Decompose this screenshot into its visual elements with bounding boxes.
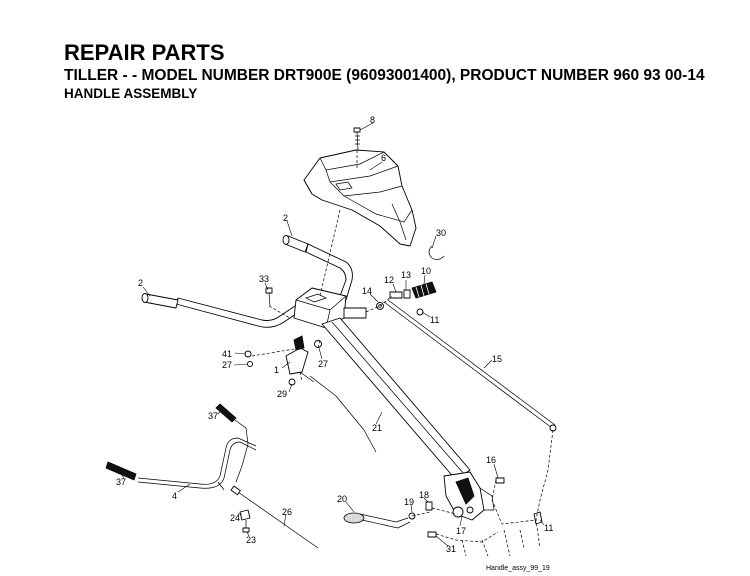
callout-leader-lines: [117, 122, 545, 547]
callout-37-upper: 37: [208, 411, 218, 421]
callout-24: 24: [230, 513, 240, 523]
section-title: HANDLE ASSEMBLY: [64, 86, 198, 101]
callout-2-lower: 2: [138, 278, 143, 288]
part-24-23-hardware: [239, 509, 251, 533]
part-6-console: [303, 149, 417, 247]
part-11-nut-upper: [416, 308, 424, 316]
part-21-shaft: [321, 317, 471, 481]
part-4-bail: [137, 417, 257, 491]
callout-14: 14: [362, 286, 372, 296]
callout-37-left: 37: [116, 477, 126, 487]
part-2-grip-upper: [282, 235, 309, 253]
part-2-grip-lower: [141, 293, 179, 309]
part-26-cable: [230, 485, 319, 549]
callout-2-upper: 2: [283, 213, 288, 223]
callout-31: 31: [446, 544, 456, 554]
part-18-bolt: [425, 501, 433, 511]
callout-17: 17: [456, 526, 466, 536]
page-subtitle: TILLER - - MODEL NUMBER DRT900E (9609300…: [64, 67, 705, 84]
assembly-dash-lines: [251, 150, 554, 557]
part-1-lever: [244, 335, 377, 453]
part-20-lever: [343, 512, 411, 529]
callout-15: 15: [492, 354, 502, 364]
callout-8: 8: [370, 115, 375, 125]
callout-13: 13: [401, 270, 411, 280]
callout-11-lower: 11: [544, 523, 553, 533]
page-header: REPAIR PARTS TILLER - - MODEL NUMBER DRT…: [64, 40, 705, 103]
callout-27-right: 27: [318, 359, 328, 369]
callout-23: 23: [246, 535, 256, 545]
part-16-bolt: [495, 477, 505, 484]
callout-30: 30: [436, 228, 446, 238]
callout-19: 19: [404, 497, 414, 507]
callout-12: 12: [384, 275, 394, 285]
callout-4: 4: [172, 491, 177, 501]
page-title: REPAIR PARTS: [64, 40, 225, 65]
callout-27-left: 27: [222, 360, 232, 370]
part-8-screw: [353, 127, 361, 151]
part-17-lower-bracket: [443, 471, 495, 521]
part-31-bolt: [427, 531, 437, 538]
callout-41: 41: [222, 349, 232, 359]
part-33-bolt: [265, 287, 273, 307]
handle-bracket: [293, 287, 367, 329]
callout-20: 20: [337, 494, 347, 504]
part-11-nut-lower: [533, 511, 543, 525]
callout-33: 33: [259, 274, 269, 284]
callout-21: 21: [372, 423, 382, 433]
callout-10: 10: [421, 266, 431, 276]
callout-18: 18: [419, 490, 429, 500]
callout-labels: 8 6 2 30 33 2 12 13 10 14 11 41 27 1 27 …: [116, 115, 553, 554]
part-10-knob: [411, 281, 437, 299]
drawing-code: Handle_assy_99_19: [486, 565, 550, 572]
part-37-bail-grip-upper: [215, 403, 237, 423]
callout-6: 6: [381, 153, 386, 163]
part-37-bail-grip-left: [105, 461, 137, 481]
part-12-13-hardware: [376, 289, 411, 310]
callout-1: 1: [274, 365, 279, 375]
callout-11-upper: 11: [430, 315, 439, 325]
part-30-clip: [428, 245, 445, 260]
callout-26: 26: [282, 507, 292, 517]
callout-29: 29: [277, 389, 287, 399]
callout-16: 16: [486, 455, 496, 465]
